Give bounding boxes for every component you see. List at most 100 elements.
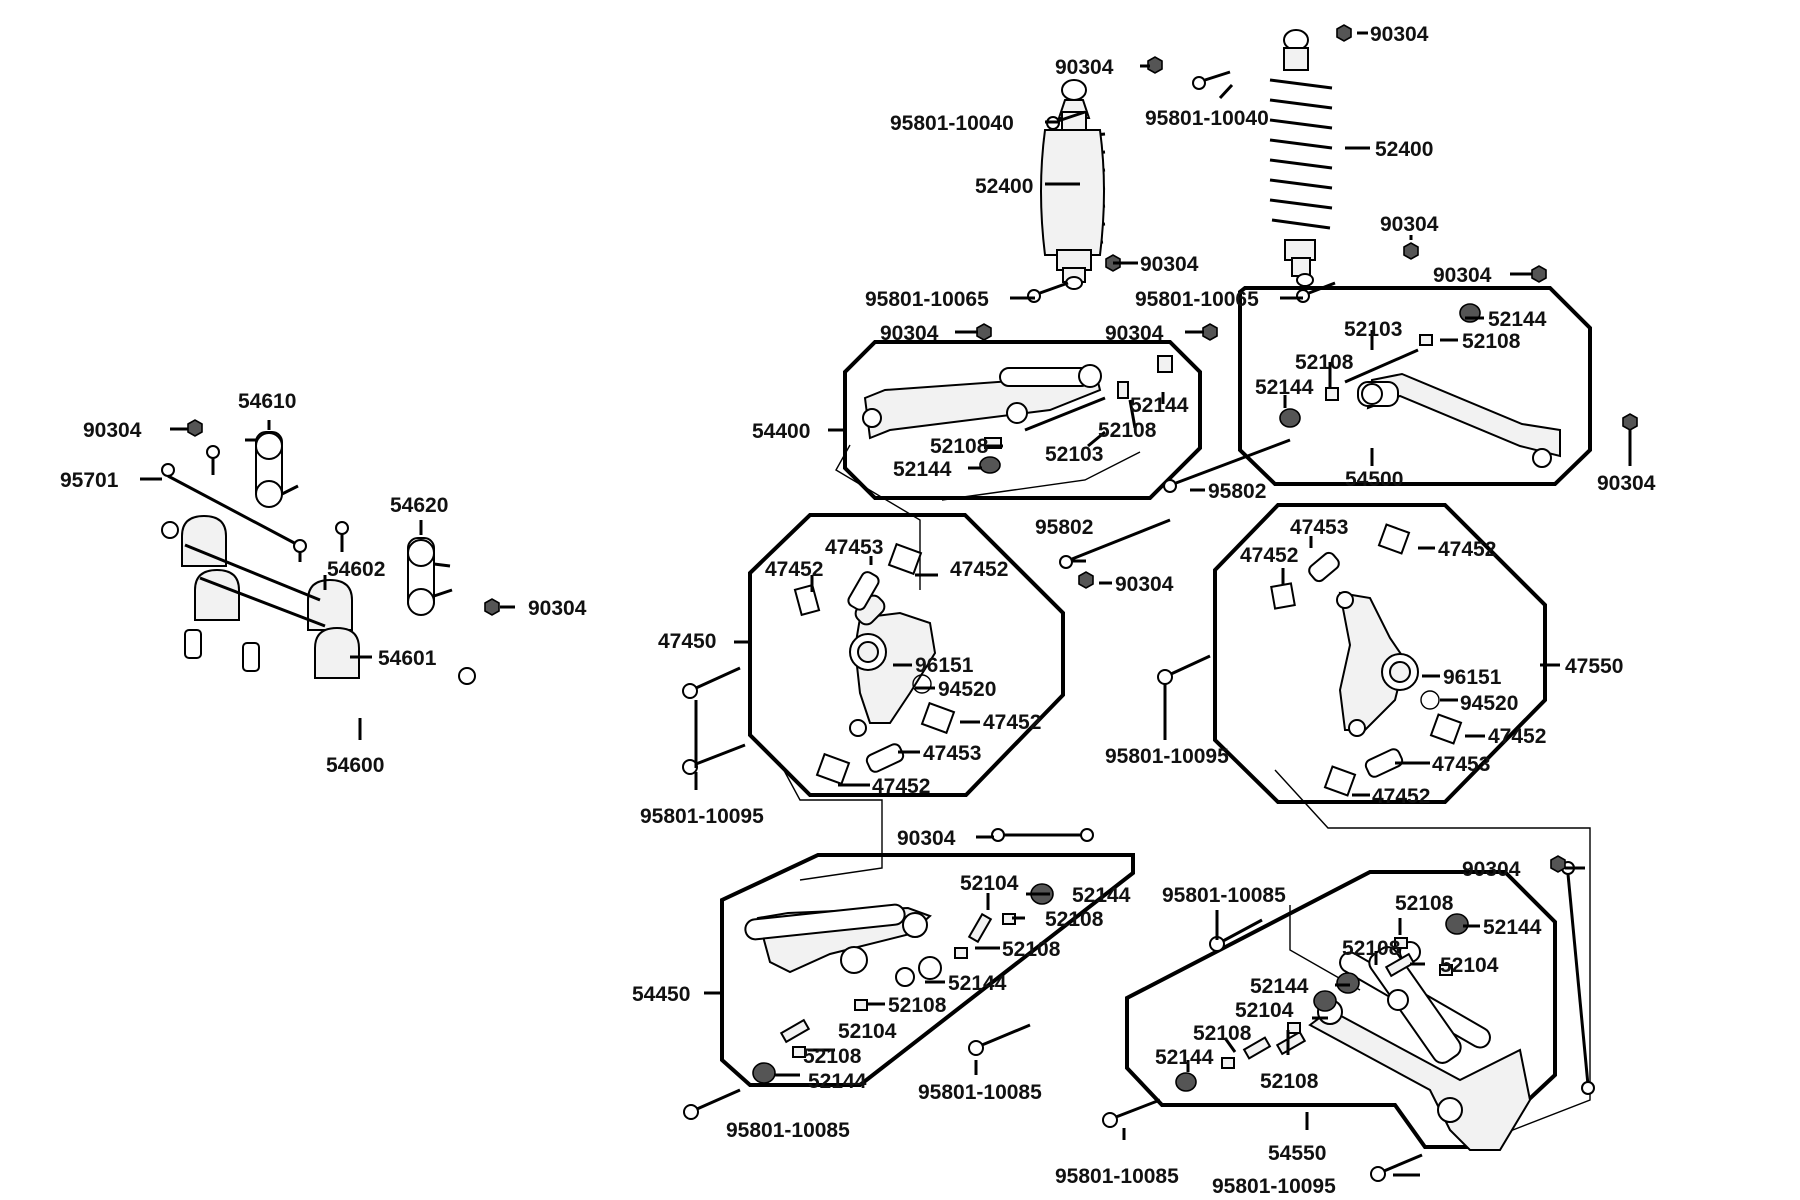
part-label: 54550 [1268, 1142, 1326, 1165]
upper-arm-54400 [862, 355, 1173, 474]
part-label: 95801-10065 [865, 288, 989, 311]
group-box-54550 [1125, 870, 1557, 1149]
part-label: 52108 [1395, 892, 1454, 915]
bolt-95801-10095-c [1157, 654, 1211, 685]
group-box-47550 [1213, 503, 1547, 804]
part-label: 52108 [1045, 908, 1104, 931]
part-label: 94520 [938, 678, 996, 701]
part-label: 90304 [1597, 472, 1656, 495]
bolt-95801-10095-b [682, 743, 746, 775]
part-label: 52104 [1440, 954, 1499, 977]
part-label: 47453 [825, 536, 883, 559]
nut-90304-icon [1078, 571, 1094, 589]
part-label: 52108 [803, 1045, 862, 1068]
part-label: 90304 [1115, 573, 1174, 596]
part-label: 47450 [658, 630, 716, 653]
part-label: 47453 [923, 742, 981, 765]
part-label: 96151 [1443, 666, 1502, 689]
part-label: 52400 [975, 175, 1033, 198]
part-label: 95802 [1208, 480, 1266, 503]
knuckle-47450 [793, 542, 956, 786]
stabilizer-link-54610 [161, 431, 349, 562]
part-label: 52104 [838, 1020, 897, 1043]
part-label: 54601 [378, 647, 437, 670]
part-label: 95802 [1035, 516, 1093, 539]
group-box-54500 [1238, 286, 1592, 486]
part-label: 52144 [1072, 884, 1131, 907]
group-box-47450 [748, 513, 1065, 797]
bolt-90304-right-long [1561, 861, 1595, 1095]
part-label: 47452 [983, 711, 1041, 734]
part-label: 47453 [1290, 516, 1348, 539]
part-label: 47452 [950, 558, 1008, 581]
part-label: 52144 [893, 458, 952, 481]
nut-90304-icon [1550, 855, 1566, 873]
nut-90304-icon [1531, 265, 1547, 283]
bolt-90304-lower-long [991, 828, 1094, 842]
group-box-54400 [843, 340, 1202, 500]
part-label: 95801-10085 [1162, 884, 1286, 907]
connector-line [941, 451, 1141, 501]
part-label: 95801-10095 [1212, 1175, 1336, 1198]
connector-line [1274, 769, 1591, 1136]
part-label: 90304 [880, 322, 939, 345]
part-label: 54602 [327, 558, 385, 581]
part-label: 52144 [808, 1070, 867, 1093]
stabilizer-link-54620 [407, 537, 453, 616]
group-box-54450 [720, 853, 1135, 1087]
part-label: 52400 [1375, 138, 1433, 161]
part-label: 95801-10095 [640, 805, 764, 828]
part-label: 52144 [1130, 394, 1189, 417]
knuckle-47550 [1270, 523, 1463, 797]
bolt-95801-10085-b [968, 1023, 1031, 1056]
shock-absorber-right [1269, 29, 1333, 287]
part-label: 90304 [1380, 213, 1439, 236]
bolt-95801-10040-right [1192, 70, 1231, 90]
part-label: 52144 [1483, 916, 1542, 939]
part-label: 47452 [765, 558, 823, 581]
part-label: 52108 [1260, 1070, 1319, 1093]
part-label: 52144 [1155, 1046, 1214, 1069]
part-label: 95801-10085 [726, 1119, 850, 1142]
nut-90304-icon [1202, 323, 1218, 341]
part-label: 52108 [1002, 938, 1061, 961]
part-label: 54620 [390, 494, 448, 517]
part-label: 52103 [1344, 318, 1402, 341]
part-label: 90304 [1055, 56, 1114, 79]
upper-arm-54500 [1279, 303, 1561, 468]
part-label: 90304 [528, 597, 587, 620]
part-label: 52144 [948, 972, 1007, 995]
part-label: 90304 [897, 827, 956, 850]
part-label: 95801-10040 [890, 112, 1014, 135]
part-label: 47550 [1565, 655, 1623, 678]
part-label: 52104 [1235, 999, 1294, 1022]
part-label: 52108 [1098, 419, 1157, 442]
part-label: 47452 [1372, 785, 1430, 808]
lower-arm-54550 [1175, 913, 1532, 1151]
nut-90304-icon [484, 598, 500, 616]
bolt-95801-10085-d [1102, 1098, 1161, 1128]
part-label: 52108 [888, 994, 947, 1017]
part-label: 90304 [1140, 253, 1199, 276]
shock-absorber-left [1040, 79, 1106, 290]
part-label: 52103 [1045, 443, 1103, 466]
part-label: 47452 [1438, 538, 1496, 561]
part-label: 90304 [1433, 264, 1492, 287]
part-label: 52104 [960, 872, 1019, 895]
part-label: 54600 [326, 754, 384, 777]
part-label: 52108 [1462, 330, 1521, 353]
part-label: 95801-10065 [1135, 288, 1259, 311]
part-label: 52108 [930, 435, 989, 458]
part-label: 54400 [752, 420, 810, 443]
connector-line [1289, 905, 1361, 991]
part-label: 47452 [872, 775, 930, 798]
connector-line [779, 762, 883, 881]
part-label: 90304 [1105, 322, 1164, 345]
nut-90304-icon [1336, 24, 1352, 42]
nut-90304-icon [1403, 242, 1419, 260]
stabilizer-bar-assembly [84, 514, 550, 717]
part-label: 90304 [83, 419, 142, 442]
bolt-95802-upper [1163, 438, 1291, 493]
part-label: 95801-10085 [1055, 1165, 1179, 1188]
